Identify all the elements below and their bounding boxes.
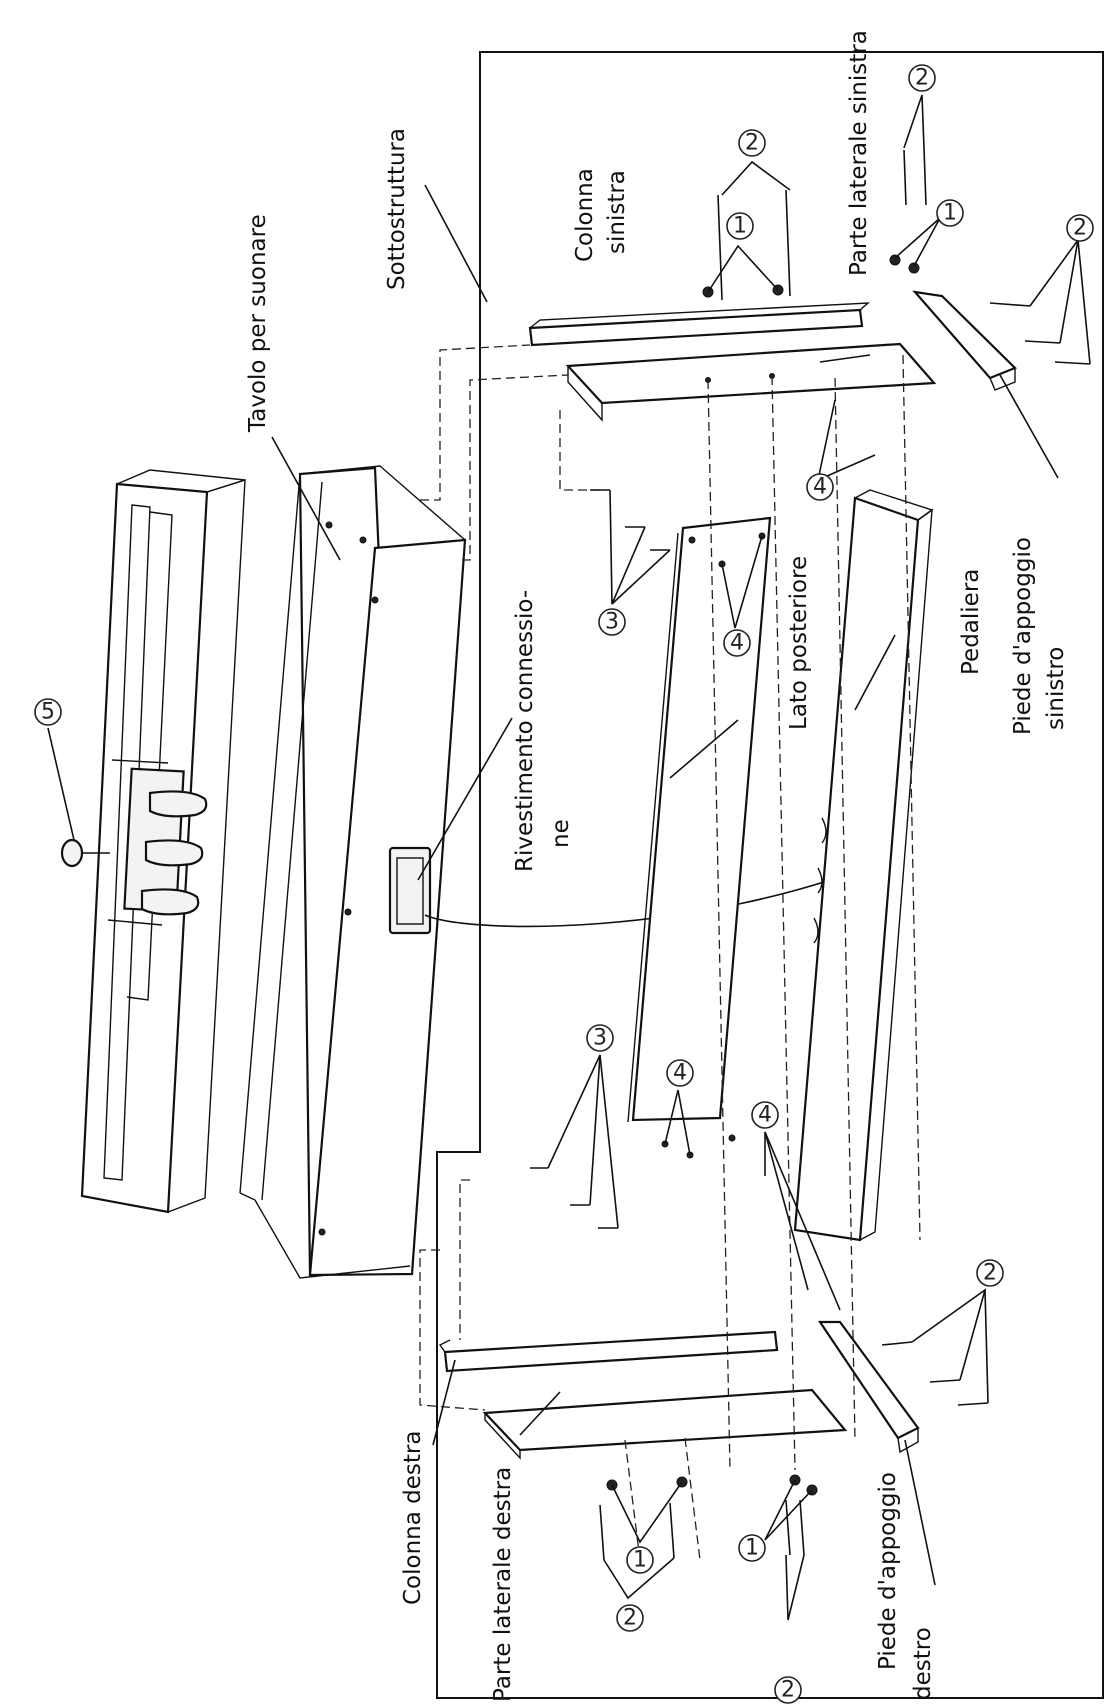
label-parte-laterale-sinistra: Parte laterale sinistra	[846, 30, 872, 276]
svg-text:2: 2	[623, 1606, 637, 1631]
label-piede-destro-2: destro	[910, 1627, 936, 1700]
callout-2b: 2	[908, 64, 936, 92]
left-foot	[912, 290, 1017, 391]
callout-4c: 4	[666, 1059, 694, 1087]
label-colonna-sinistra-1: Colonna	[572, 168, 598, 262]
svg-text:2: 2	[915, 66, 929, 91]
label-rivestimento-2: ne	[548, 819, 574, 848]
svg-text:4: 4	[730, 631, 744, 656]
callout-1d: 1	[738, 1534, 766, 1562]
callout-3a: 3	[598, 608, 626, 636]
connection-cable	[424, 861, 881, 928]
svg-text:2: 2	[983, 1261, 997, 1286]
right-foot	[817, 1320, 920, 1454]
svg-text:4: 4	[673, 1061, 687, 1086]
label-pedaliera: Pedaliera	[958, 569, 984, 675]
pedal-box	[80, 469, 246, 1214]
callout-2c: 2	[1066, 214, 1094, 242]
assembly-guides	[419, 344, 921, 1561]
screws	[530, 147, 1091, 1561]
right-side-panel	[482, 1388, 848, 1460]
callout-4b: 4	[723, 629, 751, 657]
svg-text:1: 1	[943, 201, 957, 226]
svg-text:3: 3	[605, 610, 619, 635]
pedal-board	[793, 489, 934, 1242]
label-sottostruttura: Sottostruttura	[384, 128, 410, 290]
callout-2f: 2	[774, 1676, 802, 1704]
label-piede-destro-1: Piede d'appoggio	[875, 1472, 901, 1670]
svg-text:1: 1	[745, 1536, 759, 1561]
callout-1b: 1	[936, 199, 964, 227]
label-piede-sinistro-2: sinistro	[1043, 647, 1069, 730]
label-parte-laterale-destra: Parte laterale destra	[490, 1467, 516, 1702]
adjuster-knob	[47, 727, 110, 868]
label-colonna-destra: Colonna destra	[400, 1431, 426, 1605]
label-piede-sinistro-1: Piede d'appoggio	[1010, 537, 1036, 735]
substructure-frame	[436, 51, 1104, 1699]
callout-4a: 4	[806, 473, 834, 501]
callout-2a: 2	[738, 129, 766, 157]
left-column	[528, 302, 870, 347]
svg-text:4: 4	[758, 1103, 772, 1128]
callout-2e: 2	[616, 1604, 644, 1632]
playing-table	[239, 465, 467, 1279]
callout-5: 5	[34, 698, 62, 726]
svg-text:1: 1	[633, 1548, 647, 1573]
svg-text:1: 1	[733, 214, 747, 239]
back-panel	[627, 516, 772, 1159]
callout-1a: 1	[726, 212, 754, 240]
svg-text:3: 3	[593, 1026, 607, 1051]
callout-1c: 1	[626, 1546, 654, 1574]
svg-text:2: 2	[1073, 216, 1087, 241]
label-leaders	[271, 184, 1059, 1586]
svg-text:4: 4	[813, 475, 827, 500]
callout-3b: 3	[586, 1024, 614, 1052]
callout-2d: 2	[976, 1259, 1004, 1287]
label-lato-posteriore: Lato posteriore	[786, 556, 812, 730]
label-tavolo-per-suonare: Tavolo per suonare	[245, 214, 271, 433]
label-rivestimento-1: Rivestimento connessio-	[512, 590, 538, 872]
callout-4d: 4	[751, 1101, 779, 1129]
svg-text:5: 5	[41, 700, 55, 725]
svg-text:2: 2	[745, 131, 759, 156]
left-side-panel	[565, 342, 937, 422]
label-colonna-sinistra-2: sinistra	[604, 170, 630, 254]
svg-text:2: 2	[781, 1678, 795, 1703]
right-column	[438, 1330, 779, 1373]
